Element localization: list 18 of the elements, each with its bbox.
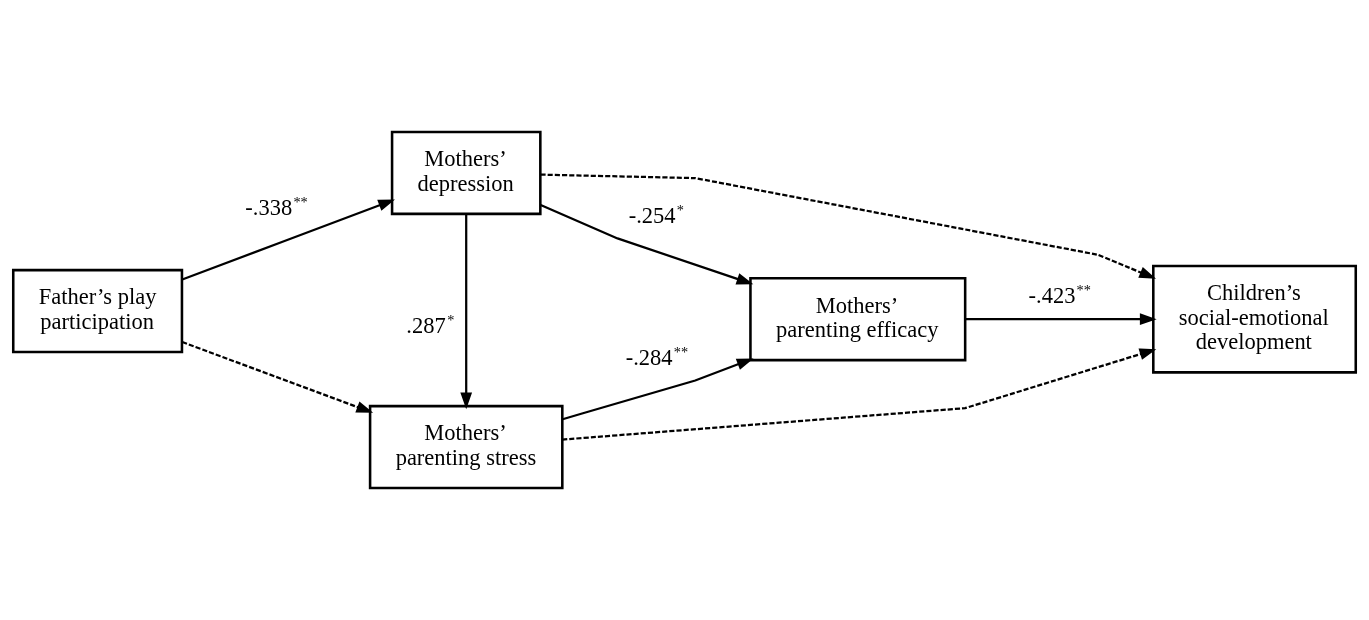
edge-label: -.284$^{**}$ [625,343,689,370]
node-box: Mothers’ parenting stress [368,404,564,490]
node-box: Mothers’ depression [390,130,542,216]
arrow [540,173,1157,279]
arrow [460,214,473,410]
edge-label: -.254$^{*}$ [628,201,684,228]
arrow [562,348,1157,441]
node-box: Children’s social-emotional development [1152,264,1358,374]
edge-label: .287$^{*}$ [406,311,455,338]
edge-label: -.423$^{**}$ [1028,282,1091,309]
arrow [965,313,1157,326]
arrow [181,341,374,413]
node-box: Father’s play participation [11,268,184,354]
arrow [181,199,395,281]
edge-label: -.338$^{**}$ [245,193,308,220]
arrow [540,203,754,285]
arrow [562,358,754,421]
node-box: Mothers’ parenting efficacy [749,277,967,362]
